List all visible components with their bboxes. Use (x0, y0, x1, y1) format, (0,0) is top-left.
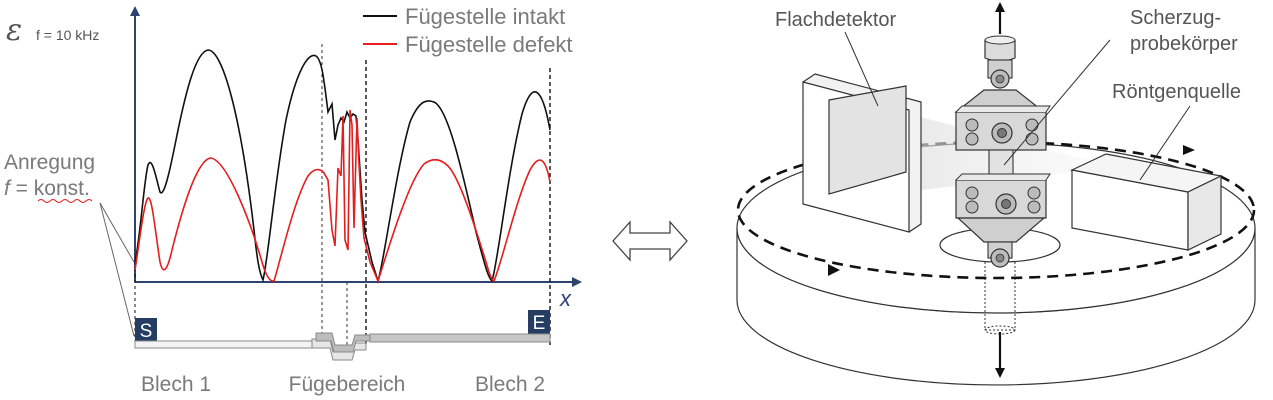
y-axis-symbol: ε (6, 13, 22, 48)
xray-source (1070, 153, 1223, 251)
end-badge-label: E (533, 313, 546, 334)
detector-leader (844, 31, 879, 107)
specimen-leader (1003, 39, 1111, 166)
legend-label-defect: Fügestelle defekt (405, 32, 573, 57)
correspondence-double-arrow-icon (612, 220, 688, 262)
specimen-assembly (954, 35, 1051, 268)
start-badge-label: S (140, 321, 153, 342)
excitation-label-line-2: f = konst. (4, 177, 90, 200)
signal-plot: ε f = 10 kHz x Fügestelle intakt Fügeste… (4, 4, 582, 396)
flat-detector (802, 73, 922, 233)
end-badge (528, 310, 550, 334)
excitation-underline (37, 199, 93, 203)
detector-active-area (828, 85, 907, 195)
joint-profile-lower (311, 338, 367, 361)
excitation-pointer-2 (99, 202, 135, 337)
source-label: Röntgenquelle (1112, 81, 1241, 103)
sheet-profile (134, 332, 551, 361)
specimen-label-line-1: Scherzug- (1130, 7, 1221, 29)
region-label-sheet-2: Blech 2 (475, 373, 545, 396)
rotation-arrow-front-icon (828, 264, 840, 276)
curve-intact (134, 49, 551, 284)
legend-label-intact: Fügestelle intakt (405, 4, 565, 29)
ct-setup: Flachdetektor Scherzug- probekörper Rönt… (736, 2, 1256, 386)
sheet-1 (134, 340, 318, 349)
sheet-2 (369, 333, 551, 343)
legend: Fügestelle intakt Fügestelle defekt (363, 4, 573, 57)
region-label-joint: Fügebereich (289, 373, 406, 396)
excitation-pointer-1 (99, 202, 135, 263)
source-leader (1139, 105, 1191, 181)
rotation-arrow-back-icon (1183, 145, 1195, 155)
detector-label: Flachdetektor (775, 9, 897, 31)
region-label-sheet-1: Blech 1 (141, 373, 211, 396)
y-axis-subscript: f = 10 kHz (36, 27, 99, 43)
excitation-label-line-1: Anregung (4, 151, 95, 174)
x-axis-symbol: x (559, 286, 572, 311)
start-badge (135, 318, 157, 342)
curve-defect (134, 109, 551, 284)
specimen-label-line-2: probekörper (1130, 33, 1238, 55)
